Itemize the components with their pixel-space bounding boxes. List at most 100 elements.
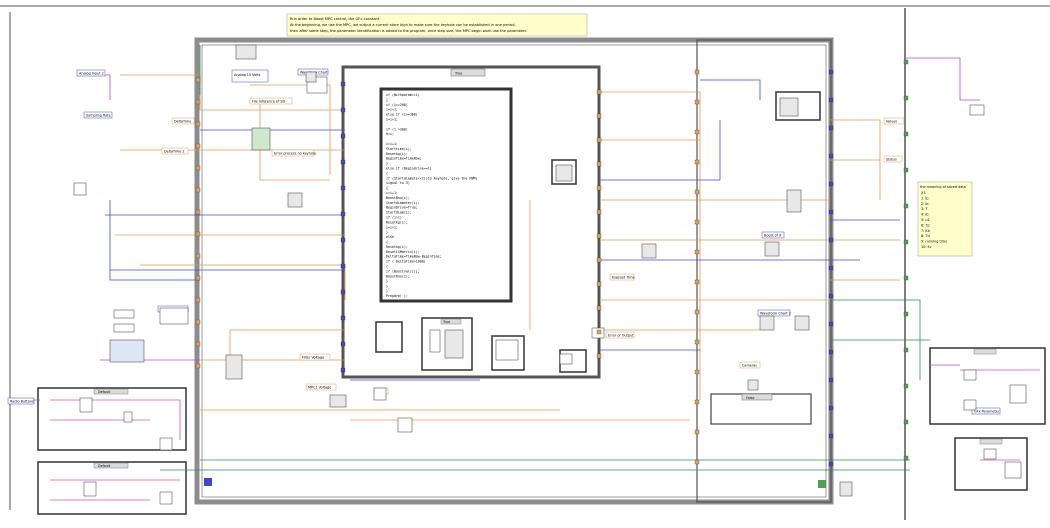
code-line: i=i+1; [386,225,398,229]
code-line: } [386,279,388,283]
tunnel-terminal [695,430,699,434]
function-node [642,244,656,258]
sampling-rate-label: Sampling Rate [86,114,111,118]
code-line: ResetLSMatrix(i); [386,250,420,254]
code-line: Prepare( ); [386,294,408,298]
saved-data-note: the meaning of saved data X31: Ip2: Ib3:… [918,182,972,256]
code-line: BoostBox(i); [386,196,410,200]
tunnel-terminal [904,132,908,136]
loop-iteration-terminal [204,478,212,486]
tunnel-terminal [695,400,699,404]
saved-data-item: 10: Kc [921,245,932,249]
function-node [226,355,242,379]
function-node [110,340,144,362]
function-node [330,395,346,407]
tunnel-terminal [695,130,699,134]
tunnel-terminal [196,276,200,280]
tunnel-terminal [829,378,833,382]
wire [905,58,980,100]
elapsed-time-label: Elapsed Time [612,276,635,280]
note-line-1: Run order to Boost MPC control, the GFx … [290,17,380,21]
note-line-2: At the beginning, we use the MPC, we out… [290,23,516,27]
values-label: Values [886,120,897,124]
function-node [780,98,798,116]
function-node [160,308,188,324]
tunnel-terminal [829,126,833,130]
filter-voltage-label: Filter Voltage [302,356,324,360]
wire [600,120,720,180]
function-node [787,190,801,212]
code-line: i=i+1; [386,142,398,146]
tunnel-terminal [341,290,345,294]
tunnel-terminal [695,100,699,104]
case-structure-right: False [697,40,831,502]
formula-node: if (Withparam==1){ if (i==200) i=i+1; el… [381,89,511,301]
tunnel-terminal [829,210,833,214]
code-line: { [386,98,388,102]
wires [20,45,1040,500]
tunnel-terminal [829,182,833,186]
code-line: { [386,171,388,175]
radio-buttons-label: Radio Buttons [10,400,34,404]
tunnel-terminal [597,306,601,310]
function-nodes [74,45,1026,504]
tunnel-terminal [904,312,908,316]
tunnel-terminal [597,90,601,94]
tunnel-terminal [904,204,908,208]
code-line: i=i+1; [386,191,398,195]
function-node [252,128,270,150]
function-node [1005,462,1021,478]
function-node [374,388,386,400]
function-node [160,492,172,504]
mpc-voltage-label: MPC1 Voltage [308,386,331,390]
code-line: { [386,240,388,244]
tunnel-terminal [597,114,601,118]
saved-data-item: 8: Td [921,234,930,238]
function-node [288,193,302,207]
function-node [114,310,134,318]
tunnel-terminal [341,316,345,320]
tunnel-terminal [695,70,699,74]
function-node [795,316,809,330]
tunnel-terminal [829,322,833,326]
tunnel-terminal [695,340,699,344]
code-line: DeltaTime=TimeNow-BeginTime; [386,255,442,259]
saved-data-item: 4: Ib [921,213,929,217]
tunnel-terminal [829,434,833,438]
code-line: i=i+1; [386,108,398,112]
saved-data-title: the meaning of saved data [920,185,966,189]
tunnel-terminal [829,98,833,102]
code-line: else [386,235,394,239]
code-line: if (i>1) [386,216,402,220]
function-node [760,316,774,330]
tunnel-terminal [597,330,601,334]
code-line: Startdiam(i); [386,211,412,215]
file-reference-label: File reference of SD [252,100,286,104]
tunnel-terminal [695,190,699,194]
tunnel-terminal [904,276,908,280]
saved-data-item: 5: u1 [921,218,930,222]
tunnel-terminal [904,384,908,388]
function-node [84,482,96,496]
gfx-parameter-label: GFx Parameter [974,410,1000,414]
code-line: BoostRun(i); [386,274,410,278]
code-line: } [386,230,388,234]
nested-case-label: True [442,320,450,324]
tunnel-terminal [597,258,601,262]
analog-volts-label: Analog 10 Volts [234,73,261,77]
tunnel-terminal [695,370,699,374]
tunnel-terminal [695,160,699,164]
saved-data-item: 1: Ip [921,196,929,200]
code-line: { [386,186,388,190]
tunnel-terminal [597,354,601,358]
code-line: if (Withparam==1) [386,93,420,97]
bottom-loop-2-label: Default [98,464,111,468]
tunnel-terminal [695,280,699,284]
code-line: signal to 3) [386,181,410,185]
tunnel-terminal [695,220,699,224]
function-node [1010,385,1026,403]
cameras-label: Cameras [742,364,757,368]
tunnel-terminal [904,348,908,352]
tunnel-terminal [196,188,200,192]
code-line: if (i >300) [386,127,408,131]
